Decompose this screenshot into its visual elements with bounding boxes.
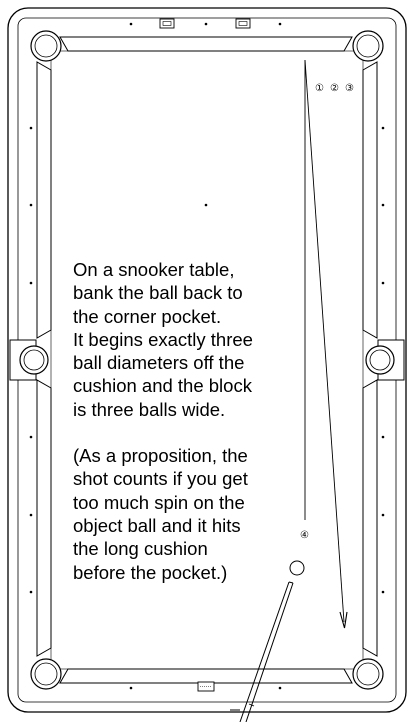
caption-line: It begins exactly three — [73, 328, 253, 350]
table-outer-rail — [7, 7, 407, 713]
rail-plate-top-1 — [159, 18, 175, 29]
caption-note-line: the long cushion — [73, 538, 208, 560]
corner-pocket-bottom-left — [30, 658, 62, 690]
corner-pocket-top-right — [352, 30, 384, 62]
ball-path-arrow-line — [304, 59, 345, 623]
ball-4: ④ — [300, 530, 309, 541]
ball-2: ② — [330, 83, 339, 94]
caption-line: the corner pocket. — [73, 305, 222, 327]
caption-note-line: before the pocket.) — [73, 561, 228, 583]
corner-pocket-top-left — [30, 30, 62, 62]
table-spot — [204, 203, 208, 207]
caption-line: bank the ball back to — [73, 282, 243, 304]
corner-pocket-bottom-right — [352, 658, 384, 690]
caption-line: On a snooker table, — [73, 259, 235, 280]
caption-note-line: (As a proposition, the — [73, 445, 248, 467]
diagram-caption: On a snooker table, bank the ball back t… — [73, 258, 313, 584]
ball-3: ③ — [345, 83, 354, 94]
cue-ball — [289, 560, 305, 576]
rail-diamonds — [29, 22, 385, 690]
side-pocket-left — [9, 339, 49, 381]
ball-1: ① — [315, 83, 324, 94]
caption-line: is three balls wide. — [73, 398, 226, 420]
caption-note-line: shot counts if you get — [73, 468, 248, 490]
side-pocket-right — [365, 339, 405, 381]
caption-note-line: too much spin on the — [73, 491, 245, 513]
caption-line: cushion and the block — [73, 375, 252, 397]
rail-plate-top-2 — [235, 18, 251, 29]
rail-plate-bottom — [197, 681, 215, 692]
caption-line: ball diameters off the — [73, 352, 245, 374]
cue-stick — [230, 581, 294, 722]
playing-surface — [50, 50, 364, 670]
caption-note-line: object ball and it hits — [73, 514, 241, 536]
ball-path-arrowhead — [339, 611, 348, 629]
